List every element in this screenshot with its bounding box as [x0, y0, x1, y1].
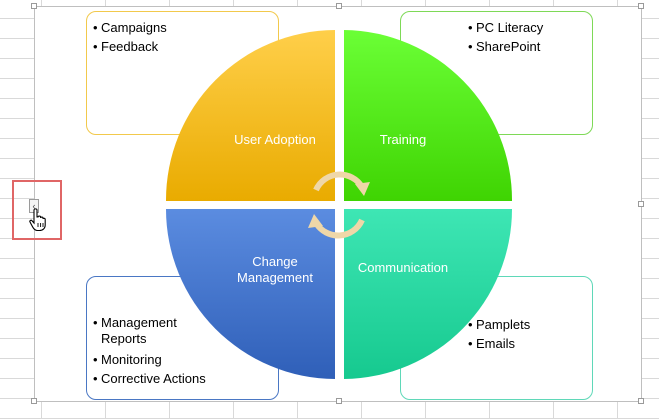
cycle-arrows-icon: [313, 171, 365, 239]
cycle-arrowheads-icon: [308, 182, 370, 228]
list-item: •Campaigns: [93, 20, 167, 35]
resize-handle-top-right[interactable]: [638, 3, 644, 9]
segment-user-adoption[interactable]: [165, 30, 335, 201]
resize-handle-bottom-left[interactable]: [31, 398, 37, 404]
hand-cursor-icon: [29, 208, 46, 232]
list-item: •Corrective Actions: [93, 371, 206, 386]
resize-handle-top-middle[interactable]: [336, 3, 342, 9]
list-item: •SharePoint: [468, 39, 541, 54]
segment-change-management[interactable]: [165, 209, 335, 379]
label-change-management: Change Management: [237, 254, 313, 285]
label-communication: Communication: [357, 260, 449, 275]
list-item: •PC Literacy: [468, 20, 544, 35]
list-item: •Pamplets: [468, 317, 531, 332]
list-item: •Emails: [468, 336, 516, 351]
list-item: •Monitoring: [93, 352, 162, 367]
detail-list-bottom-left: •Management Reports •Monitoring •Correct…: [93, 315, 278, 388]
label-user-adoption: User Adoption: [234, 132, 316, 147]
segment-communication[interactable]: [344, 209, 512, 379]
highlight-box: [12, 180, 62, 240]
list-item: •Feedback: [93, 39, 159, 54]
detail-list-bottom-right: •Pamplets •Emails: [468, 315, 592, 353]
label-training: Training: [379, 132, 427, 147]
resize-handle-bottom-middle[interactable]: [336, 398, 342, 404]
detail-list-top-right: •PC Literacy •SharePoint: [468, 18, 592, 56]
resize-handle-middle-right[interactable]: [638, 201, 644, 207]
list-item: •Management Reports: [93, 315, 177, 346]
resize-handle-bottom-right[interactable]: [638, 398, 644, 404]
segment-training[interactable]: [344, 30, 513, 201]
resize-handle-top-left[interactable]: [31, 3, 37, 9]
detail-list-top-left: •Campaigns •Feedback: [93, 18, 278, 56]
